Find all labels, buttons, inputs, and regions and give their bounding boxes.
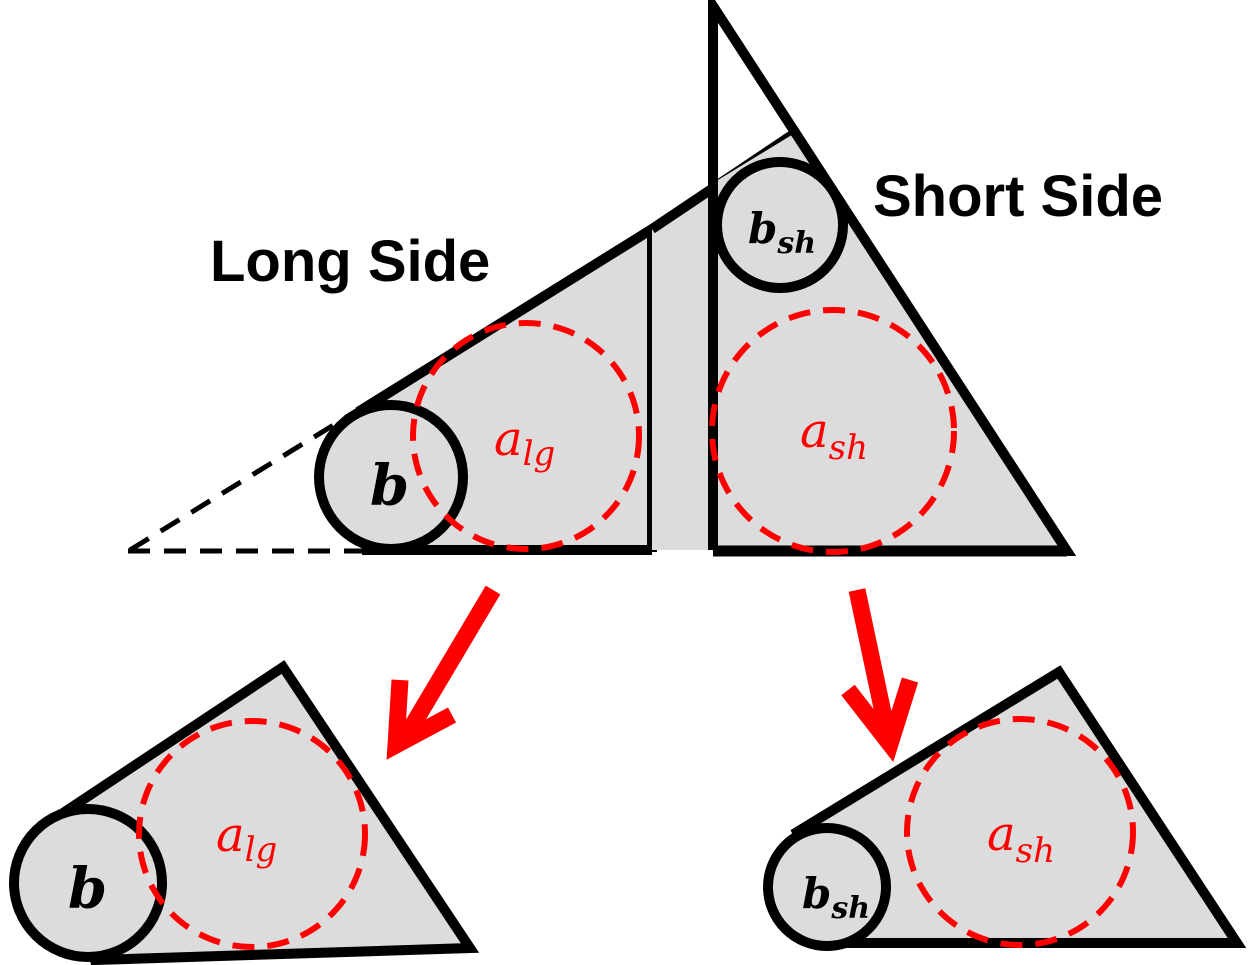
symbol-b-bottom: b bbox=[68, 856, 107, 922]
circle-a-lg bbox=[410, 320, 642, 552]
middle-strip-region bbox=[652, 183, 713, 550]
circle-a-sh bbox=[709, 307, 957, 555]
symbol-a-lg-top: alg bbox=[494, 411, 555, 474]
arrow-to-long-piece bbox=[386, 585, 501, 760]
circle-a-lg-bottom bbox=[136, 718, 368, 950]
symbol-b-top: b bbox=[370, 453, 409, 519]
symbol-b-sh-top: bsh bbox=[748, 204, 816, 261]
circle-b-bottom bbox=[9, 804, 167, 962]
long-side-label: Long Side bbox=[210, 229, 490, 294]
circle-b-sh bbox=[712, 157, 848, 293]
symbol-a-sh-top: ash bbox=[800, 403, 868, 468]
short-side-label: Short Side bbox=[873, 164, 1163, 229]
symbol-a-lg-bottom: alg bbox=[216, 807, 277, 870]
arrow-to-short-piece bbox=[841, 588, 919, 763]
dashed-extension-upper bbox=[128, 407, 360, 553]
symbol-b-sh-bottom: bsh bbox=[802, 869, 870, 926]
symbol-a-sh-bottom: ash bbox=[987, 806, 1055, 871]
circle-b bbox=[314, 400, 468, 554]
circle-a-sh-bottom bbox=[904, 716, 1136, 948]
circle-b-sh-bottom bbox=[763, 823, 891, 951]
long-side-hypotenuse bbox=[355, 224, 655, 417]
